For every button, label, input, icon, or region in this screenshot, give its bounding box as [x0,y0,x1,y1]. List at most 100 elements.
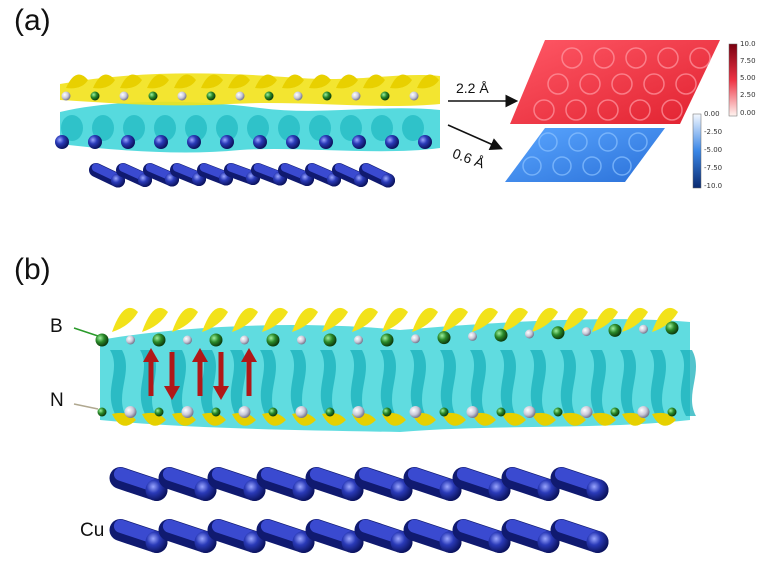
dipole-arrow [143,348,159,396]
positive-tick-1: 7.50 [740,57,756,65]
negative-lobe-b [230,350,246,416]
copper-label: Cu [80,520,105,541]
negative-lobe-a [340,115,362,141]
boron-atom-a [206,91,216,101]
negative-lobe-b [440,350,456,416]
negative-lobe-b [110,350,126,416]
nitrogen-atom-upper [411,334,420,344]
negative-lobe-b [650,350,666,416]
negative-tick-0: 0.00 [704,110,720,118]
positive-lobe-a [363,74,385,89]
negative-lobe-a [309,115,331,141]
positive-lobe-a [120,74,142,89]
nitrogen-atom-upper [468,331,477,341]
cu-atom-a [220,135,234,149]
nitrogen-atom-upper [639,324,648,334]
boron-atom-a [90,91,100,101]
negative-tick-2: -5.00 [704,146,723,154]
negative-lobe-a [402,115,424,141]
positive-map-pattern [533,47,711,121]
negative-map-ring [628,132,648,152]
negative-lobe-b [530,350,546,416]
positive-map-ring [561,47,583,69]
positive-map-ring [657,47,679,69]
negative-lobe-b [590,350,606,416]
positive-lobe-upper [652,307,678,332]
nitrogen-atom-lower [580,406,593,418]
negative-lobe-b [470,350,486,416]
cu-tube-b [207,467,266,501]
boron-atom-upper [437,331,451,345]
cu-atom-a [352,135,366,149]
negative-charge-map [505,128,665,182]
positive-lobe-lower [562,412,586,426]
cu-atom-a [121,135,135,149]
negative-lobe-a [185,115,207,141]
nitrogen-atom-a [235,91,245,101]
boron-atom-upper [95,333,109,347]
positive-lobe-upper [172,307,198,332]
negative-lobe-b [560,350,576,416]
positive-lobe-a [336,74,358,89]
lower-distance-arrow [447,124,503,150]
positive-lobe-a [66,74,88,89]
negative-lobe-b [350,350,366,416]
positive-map-ring [565,99,587,121]
positive-lobe-upper [442,307,468,332]
positive-map-ring [533,99,555,121]
positive-lobe-a [417,74,439,89]
nitrogen-atom-a [119,91,129,101]
positive-lobe-lower [322,412,346,426]
positive-lobe-upper [142,307,168,332]
positive-lobe-upper [382,307,408,332]
boron-atom-lower [154,407,164,417]
negative-tick-3: -7.50 [704,164,723,172]
panel-b-structure [95,307,696,553]
cu-atom-a [55,135,69,149]
boron-atom-upper [152,333,166,347]
positive-lobe-upper [232,307,258,332]
nitrogen-atom-lower [409,406,422,418]
positive-lobe-upper [112,307,138,332]
positive-lobe-upper [622,307,648,332]
negative-map-ring [552,156,572,176]
cu-atom-a [385,135,399,149]
positive-map-ring [625,47,647,69]
boron-atom-lower [382,407,392,417]
positive-lobe-upper [322,307,348,332]
positive-lobe-upper [202,307,228,332]
boron-atom-upper [665,321,679,335]
positive-lobe-a [93,74,115,89]
positive-map-ring [597,99,619,121]
nitrogen-label: N [50,390,64,411]
positive-map-ring [593,47,615,69]
positive-map-ring [547,73,569,95]
positive-lobe-upper [412,307,438,332]
nitrogen-atom-upper [126,335,135,345]
positive-map-ring [611,73,633,95]
cu-tube-b [256,467,315,501]
cu-tube-a [89,163,125,188]
nitrogen-atom-lower [352,406,365,418]
cu-tube-b [109,467,168,501]
cu-atom-a [319,135,333,149]
negative-map-ring [598,132,618,152]
boron-atom-lower [496,407,506,417]
nitrogen-atom-upper [183,335,192,345]
positive-lobe-a [255,74,277,89]
nitrogen-atom-upper [297,335,306,345]
negative-lobe-a [216,115,238,141]
positive-lobe-lower [262,412,286,426]
positive-lobe-lower [502,412,526,426]
positive-lobe-upper [262,307,288,332]
negative-map-ring [612,156,632,176]
cu-tube-b [550,467,609,501]
nitrogen-atom-lower [295,406,308,418]
negative-lobe-a [92,115,114,141]
boron-atom-lower [325,407,335,417]
panel-a-structure [55,73,440,188]
positive-lobe-upper [592,307,618,332]
boron-atom-lower [268,407,278,417]
positive-lobe-lower [592,412,616,426]
negative-map-pattern [522,132,648,176]
